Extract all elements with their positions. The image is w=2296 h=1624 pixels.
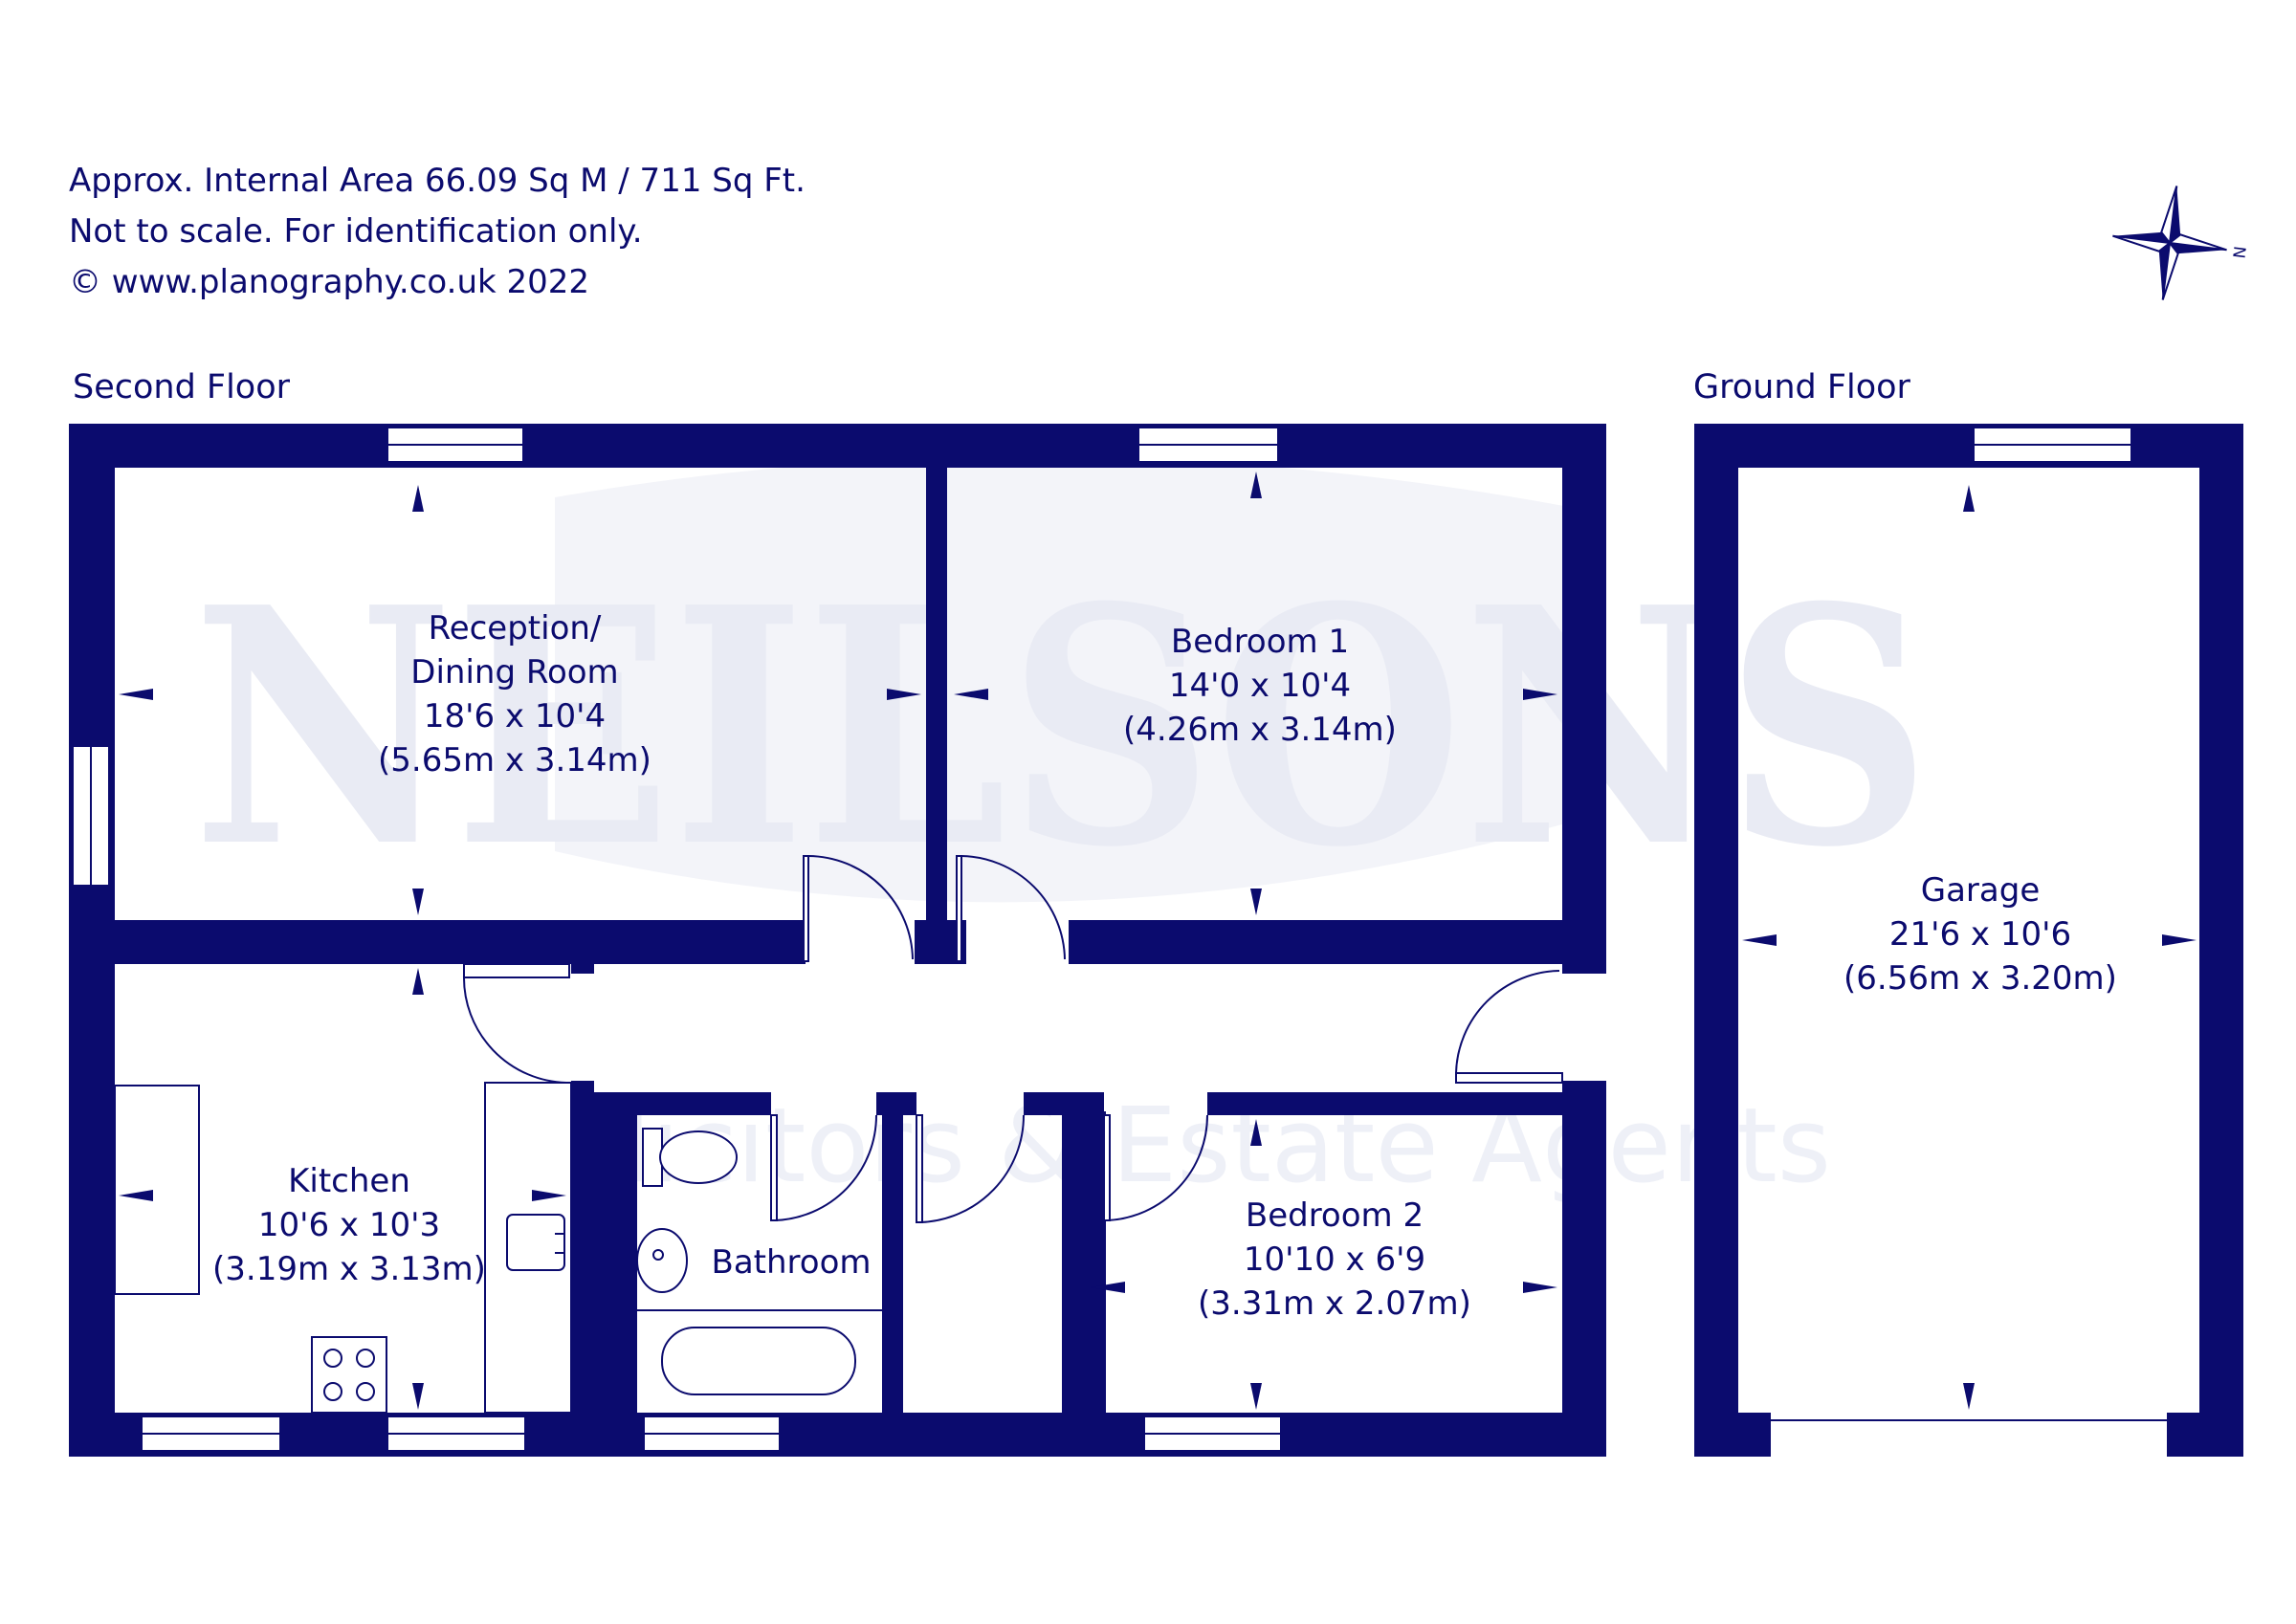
hob-icon: [311, 1336, 387, 1414]
garage-label: Garage: [1921, 871, 2041, 910]
garage-metric: (6.56m x 3.20m): [1843, 959, 2117, 998]
basin-icon: [636, 1228, 688, 1293]
bedroom1-metric: (4.26m x 3.14m): [1123, 711, 1397, 749]
bedroom2-imperial: 10'10 x 6'9: [1244, 1240, 1425, 1279]
second-floor-walls: [69, 424, 1606, 1457]
compass-rose-icon: [2112, 186, 2227, 300]
bedroom1-label: Bedroom 1: [1171, 623, 1349, 661]
compass-north-label: N: [2228, 245, 2248, 259]
kitchen-fittings: [114, 1082, 572, 1414]
toilet-bowl-icon: [659, 1130, 738, 1184]
reception-label-line2: Dining Room: [410, 653, 618, 691]
ground-floor-walls: [1694, 424, 2243, 1457]
watermark-swoosh: [555, 456, 1569, 903]
watermark-brand: NEILSONS: [192, 536, 1932, 918]
scale-note: Not to scale. For identification only.: [69, 212, 643, 251]
ground-floor-title: Ground Floor: [1693, 368, 1910, 406]
bedroom2-metric: (3.31m x 2.07m): [1198, 1284, 1471, 1323]
second-floor-title: Second Floor: [73, 368, 291, 406]
bedroom2-label: Bedroom 2: [1246, 1196, 1424, 1235]
garage-imperial: 21'6 x 10'6: [1889, 915, 2071, 954]
second-floor-windows: [72, 427, 1282, 1452]
sink-icon: [506, 1214, 565, 1271]
reception-label-line1: Reception/: [429, 609, 602, 647]
bathroom-fittings: [636, 1128, 882, 1395]
reception-imperial: 18'6 x 10'4: [424, 697, 606, 735]
kitchen-label: Kitchen: [288, 1162, 410, 1200]
kitchen-metric: (3.19m x 3.13m): [212, 1250, 486, 1288]
kitchen-imperial: 10'6 x 10'3: [258, 1206, 440, 1244]
bedroom1-imperial: 14'0 x 10'4: [1169, 667, 1351, 705]
copyright-note: © www.planography.co.uk 2022: [69, 263, 590, 301]
reception-metric: (5.65m x 3.14m): [378, 741, 651, 779]
area-info: Approx. Internal Area 66.09 Sq M / 711 S…: [69, 162, 806, 200]
doors: [462, 855, 1563, 1223]
garage-openings: [1771, 427, 2167, 1421]
room-labels: Reception/ Dining Room 18'6 x 10'4 (5.65…: [212, 609, 2117, 1323]
dimension-arrows: [119, 472, 2197, 1410]
bathroom-label: Bathroom: [712, 1243, 872, 1282]
bathtub-icon: [661, 1327, 856, 1395]
kitchen-worktop: [114, 1085, 200, 1295]
